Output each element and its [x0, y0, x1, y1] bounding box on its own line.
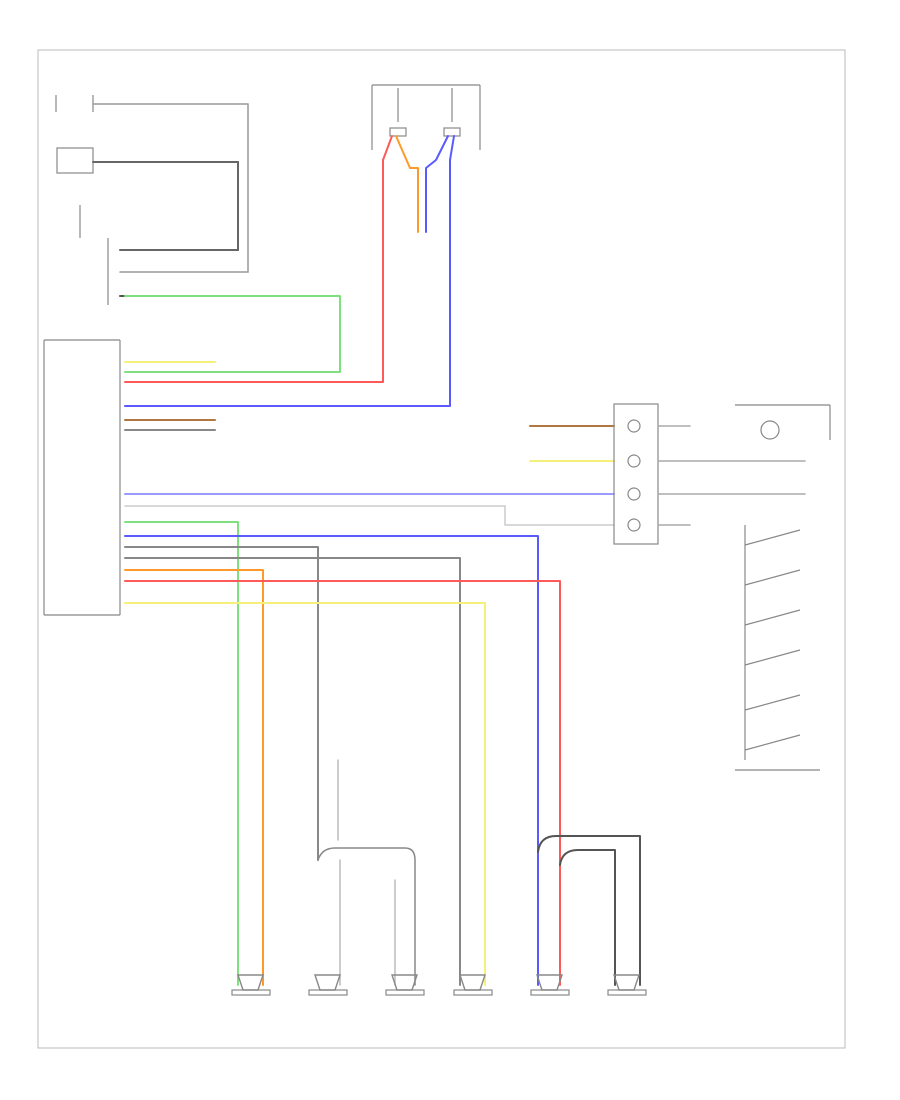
horn-icon	[760, 420, 780, 440]
speaker-left-rear	[453, 974, 493, 996]
wire-spk-yellow	[124, 602, 486, 986]
wire-battery-feed-orange	[395, 135, 419, 233]
wire-green-antenna	[124, 295, 341, 373]
wire-acc-feed	[124, 135, 455, 407]
wire-spk-gray-1	[124, 546, 319, 861]
wire-spk-blue	[124, 535, 539, 986]
speaker-front-right	[231, 974, 271, 996]
fuse-block	[371, 84, 481, 150]
wire-battery-feed	[124, 135, 393, 383]
antenna-section	[55, 95, 249, 305]
antenna-module-box	[56, 147, 94, 174]
clock-spring	[613, 403, 659, 545]
wire-remote-gray-2	[504, 505, 615, 526]
wire-spk-orange	[124, 569, 264, 986]
diagram-frame	[37, 49, 846, 1049]
wire-spk-red	[124, 580, 561, 986]
steering-remote-switch	[735, 525, 820, 771]
wire-spk-green	[124, 521, 239, 986]
speaker-left-front-door	[385, 974, 425, 996]
head-unit-connector	[43, 339, 121, 616]
wire-acc-feed-blue	[425, 135, 449, 233]
speaker-right-rear	[530, 974, 570, 996]
speaker-front-left-tweeter	[308, 974, 348, 996]
speaker-right-front-tweeter	[607, 974, 647, 996]
wire-spk-gray-2	[124, 557, 461, 986]
